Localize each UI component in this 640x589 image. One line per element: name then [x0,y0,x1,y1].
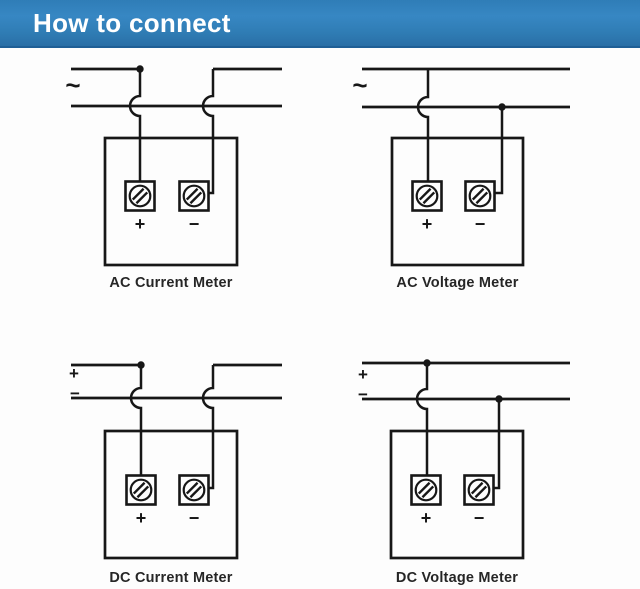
negative-terminal-wire [494,107,504,195]
screw-head-icon [414,478,438,502]
positive-terminal-wire [415,363,429,476]
screw-head-icon [182,184,206,208]
positive-terminal-wire [129,365,143,476]
terminal-negative: − [178,474,210,528]
screw-slot-line [470,481,484,495]
screw-slot-line [421,485,435,499]
positive-terminal-wire [128,69,142,182]
diagram-dc-voltage-meter: +−+− DC Voltage Meter [340,345,625,589]
screw-slot-line [185,187,199,201]
ac-source-symbol: ~ [65,70,80,100]
ac-source-symbol: ~ [352,70,367,100]
terminal-positive: + [411,180,443,234]
screw-slot-line [135,191,149,205]
diagram-ac-current-meter: + − ~ AC Current Meter [40,55,325,305]
dc-positive-symbol: + [69,364,79,383]
screw-slot-line [422,191,436,205]
meter-box [103,136,239,267]
meter-caption-ac-current: AC Current Meter [109,275,233,291]
meter-box [103,429,239,560]
screw-slot-line [471,187,485,201]
diagram-dc-current-meter: +−+− DC Current Meter [40,345,325,589]
screw-slot-line [189,191,203,205]
screw-head-icon [128,184,152,208]
screw-head-icon [467,478,491,502]
terminal-square [410,474,442,506]
screw-slot-line [132,481,146,495]
screw-slot-line [417,481,431,495]
header-banner: How to connect [0,0,640,48]
screw-slot-line [131,187,145,201]
terminal-negative: − [463,474,495,528]
screw-slot-line [185,481,199,495]
terminal-square [178,474,210,506]
terminal-negative-label: − [189,214,200,234]
screw-slot-line [136,485,150,499]
terminal-negative-label: − [475,214,486,234]
wiring-drawing-ac-current: + − ~ [65,65,282,267]
terminal-negative: − [464,180,496,234]
junction-dot-top-line [423,359,431,367]
terminal-positive: + [125,474,157,528]
meter-box [390,136,525,267]
terminal-positive: + [124,180,156,234]
dc-negative-symbol: − [358,385,368,404]
junction-dot-top-line [136,65,144,73]
wiring-drawing-dc-voltage: +−+− [358,359,570,560]
negative-terminal-wire [493,399,501,490]
wiring-drawing-ac-voltage: + − ~ [352,67,570,267]
terminal-square [411,180,443,212]
negative-terminal-wire [201,365,215,490]
terminal-positive-label: + [422,214,433,234]
screw-slot-line [189,485,203,499]
terminal-square [463,474,495,506]
terminal-positive: + [410,474,442,528]
diagram-ac-voltage-meter: + − ~ AC Voltage Meter [340,55,625,305]
terminal-negative-label: − [474,508,485,528]
terminal-negative: − [178,180,210,234]
screw-slot-line [418,187,432,201]
screw-head-icon [182,478,206,502]
terminal-square [125,474,157,506]
terminal-positive-label: + [135,214,146,234]
screw-slot-line [474,485,488,499]
meter-caption-ac-voltage: AC Voltage Meter [396,275,519,291]
junction-dot-second-line [498,103,506,111]
meter-caption-dc-current: DC Current Meter [109,570,233,586]
terminal-square [178,180,210,212]
meter-box [389,429,525,560]
page-title: How to connect [33,7,231,38]
screw-head-icon [129,478,153,502]
terminal-square [124,180,156,212]
terminal-square [464,180,496,212]
terminal-positive-label: + [136,508,147,528]
terminal-negative-label: − [189,508,200,528]
junction-dot-top-line [137,361,145,369]
screw-head-icon [468,184,492,208]
dc-positive-symbol: + [358,365,368,384]
terminal-positive-label: + [421,508,432,528]
negative-terminal-wire [201,69,215,195]
screw-slot-line [475,191,489,205]
junction-dot-second-line [495,395,503,403]
screw-head-icon [415,184,439,208]
positive-terminal-wire [416,69,430,182]
dc-negative-symbol: − [70,384,80,403]
wiring-drawing-dc-current: +−+− [69,361,282,560]
meter-caption-dc-voltage: DC Voltage Meter [395,570,519,586]
